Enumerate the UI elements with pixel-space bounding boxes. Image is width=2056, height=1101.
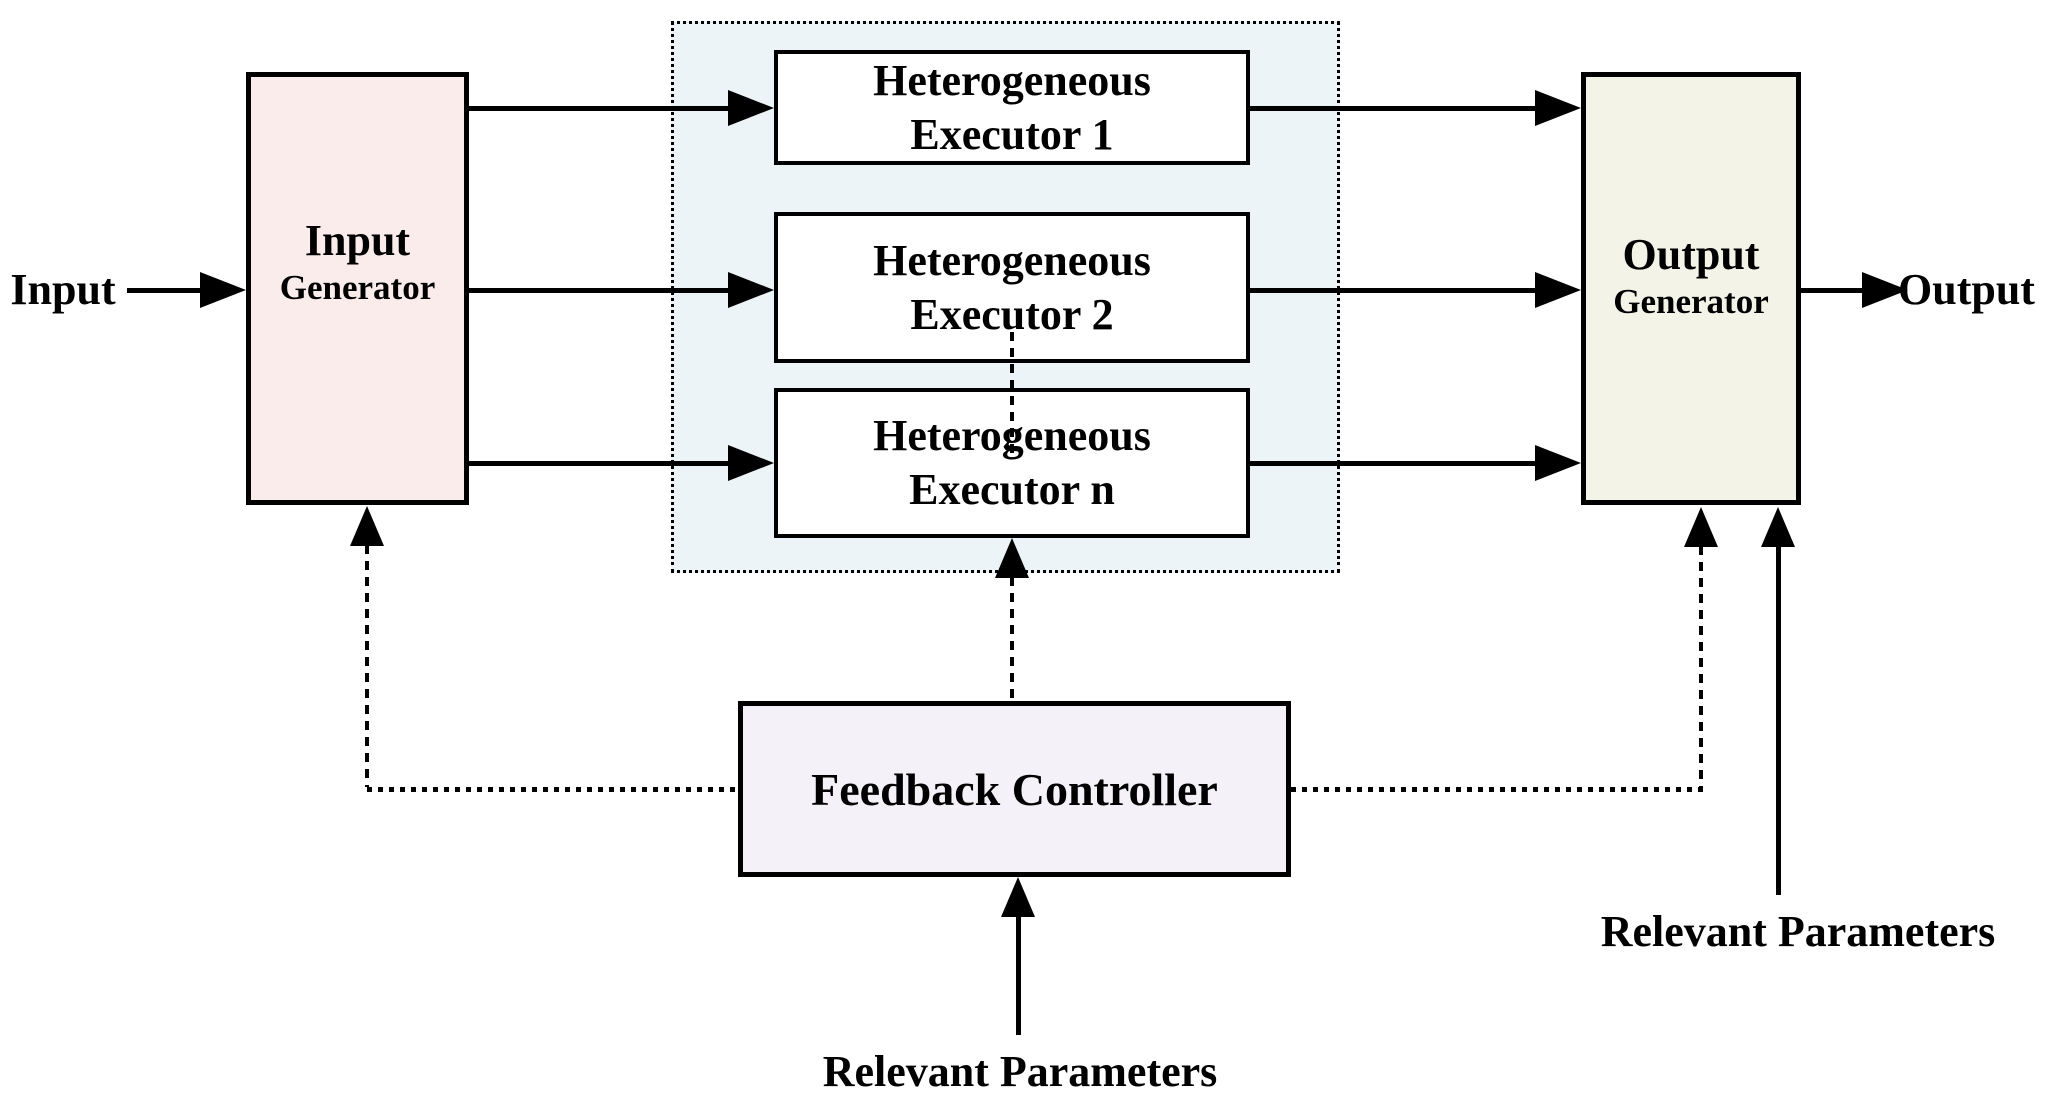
relevant-parameters-right-head-icon (1761, 507, 1795, 547)
feedback-to-og-horizontal-dotted-line (1291, 787, 1703, 792)
arrow-output-head-icon (1862, 272, 1908, 308)
executor-1-line2: Executor 1 (910, 109, 1114, 159)
input-label: Input (10, 265, 116, 314)
feedback-to-ig-horizontal-dotted-line (367, 787, 738, 792)
arrow-ig-to-executor-n-line (469, 461, 729, 466)
arrow-executor-2-to-og-head-icon (1535, 272, 1581, 308)
relevant-parameters-bottom-head-icon (1001, 877, 1035, 917)
heterogeneous-executor-n-box: Heterogeneous Executor n (774, 388, 1250, 538)
arrow-ig-to-executor-2-line (469, 288, 729, 293)
feedback-to-og-head-icon (1684, 507, 1718, 547)
arrow-executor-n-to-og-line (1250, 461, 1536, 466)
arrow-input-line (127, 288, 205, 293)
arrow-executor-2-to-og-line (1250, 288, 1536, 293)
arrow-ig-to-executor-1-head-icon (728, 90, 774, 126)
feedback-to-ig-vertical-dashed-line (365, 545, 369, 787)
relevant-parameters-bottom-arrow-line (1016, 916, 1021, 1035)
executor-n-line2: Executor n (909, 465, 1115, 514)
input-generator-text: Input Generator (280, 216, 435, 310)
arrow-executor-1-to-og-line (1250, 106, 1536, 111)
feedback-controller-label: Feedback Controller (811, 763, 1218, 815)
relevant-parameters-right-arrow-line (1776, 546, 1781, 895)
executor-2-line2: Executor 2 (910, 289, 1114, 339)
arrow-output-line (1801, 288, 1863, 293)
output-generator-text: Output Generator (1613, 230, 1768, 324)
executor-ellipsis-dashed-line (1010, 332, 1014, 455)
feedback-controller-box: Feedback Controller (738, 701, 1291, 877)
output-label: Output (1898, 265, 2035, 314)
feedback-to-og-vertical-dashed-line (1699, 546, 1703, 787)
input-generator-box: Input Generator (246, 72, 469, 505)
executor-1-line1: Heterogeneous (873, 55, 1151, 105)
relevant-parameters-bottom-label: Relevant Parameters (822, 1047, 1218, 1096)
arrow-executor-n-to-og-head-icon (1535, 445, 1581, 481)
executor-2-line1: Heterogeneous (873, 235, 1151, 285)
feedback-to-executor-dashed-line (1010, 577, 1014, 701)
feedback-to-executor-head-icon (995, 538, 1029, 578)
relevant-parameters-right-label: Relevant Parameters (1600, 907, 1996, 956)
heterogeneous-executor-1-box: Heterogeneous Executor 1 (774, 50, 1250, 165)
arrow-ig-to-executor-2-head-icon (728, 272, 774, 308)
output-generator-subtitle: Generator (1613, 281, 1769, 321)
arrow-executor-1-to-og-head-icon (1535, 90, 1581, 126)
arrow-ig-to-executor-n-head-icon (728, 445, 774, 481)
feedback-to-ig-head-icon (350, 506, 384, 546)
input-generator-subtitle: Generator (279, 267, 436, 307)
input-generator-title: Input (304, 215, 411, 265)
arrow-ig-to-executor-1-line (469, 106, 729, 111)
output-generator-title: Output (1622, 229, 1760, 279)
arrow-input-head-icon (200, 272, 246, 308)
output-generator-box: Output Generator (1581, 72, 1801, 505)
